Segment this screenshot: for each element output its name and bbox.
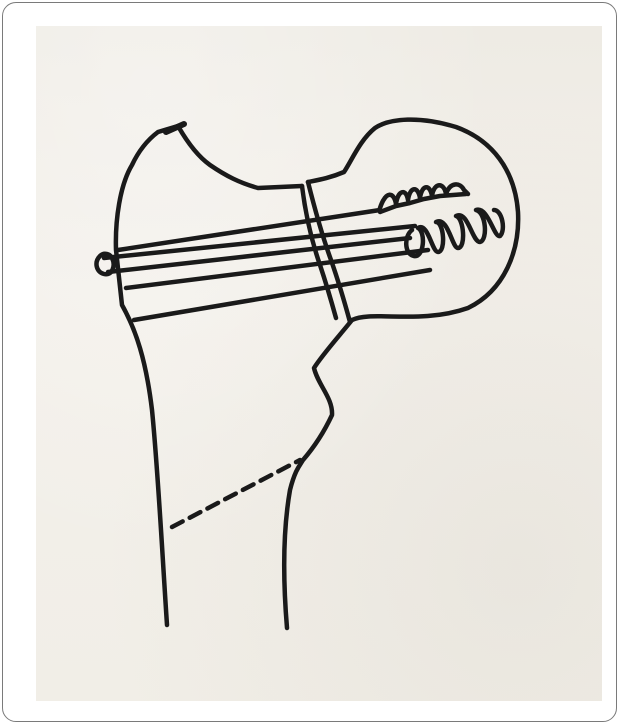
- fracture-line-1: [302, 186, 336, 318]
- sketch-photo: [36, 26, 602, 701]
- screw-shaft-4: [126, 250, 428, 288]
- femur-fixation-sketch: [36, 26, 602, 701]
- screw-shaft-5: [134, 270, 430, 320]
- greater-trochanter-outline: [116, 126, 302, 625]
- dashed-line: [172, 460, 300, 527]
- medial-cortex-outline: [284, 320, 352, 628]
- screw-thread-lower: [406, 210, 503, 256]
